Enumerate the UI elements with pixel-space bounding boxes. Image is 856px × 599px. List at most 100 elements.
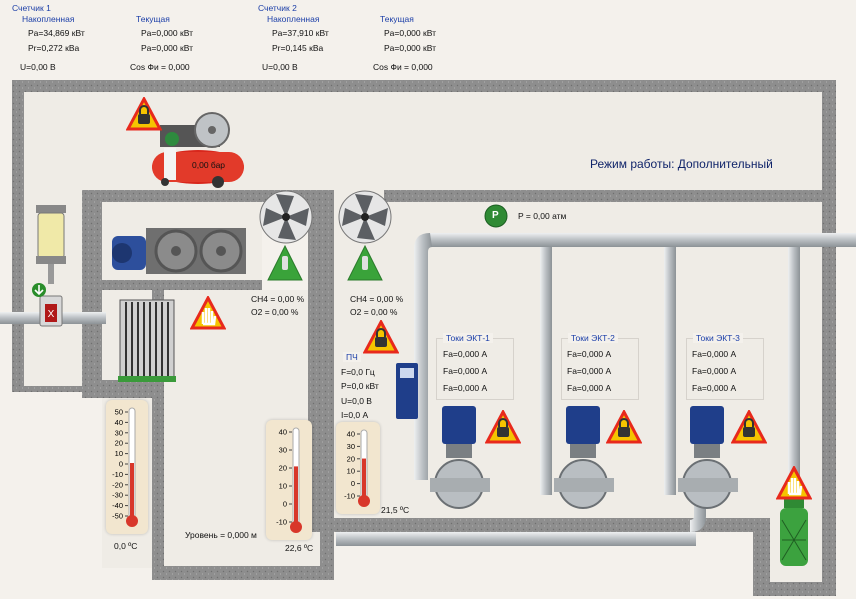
meter2-pa-cur: Pa=0,000 кВт — [384, 28, 436, 38]
meter2-pr-cur: Pa=0,000 кВт — [384, 43, 436, 53]
meter2-voltage: U=0,00 В — [262, 62, 298, 72]
warning-hand-icon[interactable] — [776, 466, 812, 500]
fan-2 — [338, 190, 392, 244]
thermometer-scale-label: -20 — [112, 480, 123, 489]
thermometer-scale-label: -10 — [344, 492, 355, 501]
wall-left-column — [12, 92, 24, 392]
level-value: Уровень = 0,000 м — [185, 530, 257, 540]
meter1-pa-cur: Pa=0,000 кВт — [141, 28, 193, 38]
thermometer-scale-label: 40 — [115, 418, 123, 427]
thermometer-2-reading: 22,6 ºC — [285, 543, 314, 553]
thermometer-bulb — [358, 495, 370, 507]
thermometer-scale-label: 10 — [347, 467, 355, 476]
pipe-branch-4 — [788, 247, 800, 495]
warning-hand-icon[interactable] — [190, 296, 226, 330]
thermometer-scale-label: 20 — [115, 439, 123, 448]
thermometer-scale-label: 10 — [115, 449, 123, 458]
svg-text:X: X — [48, 309, 55, 320]
ekt1-panel: Токи ЭКТ-1 — [436, 333, 514, 400]
warning-lock-icon[interactable] — [731, 410, 767, 444]
meter1-pr-cur: Pa=0,000 кВт — [141, 43, 193, 53]
warning-lock-icon[interactable] — [363, 320, 399, 354]
ekt3-phase-c: Fa=0,000 А — [692, 383, 737, 393]
meter1-acc-label: Накопленная — [22, 14, 75, 24]
vfd-voltage: U=0,0 В — [341, 396, 372, 406]
pump-1 — [430, 406, 490, 509]
ekt3-phase-b: Fa=0,000 А — [692, 366, 737, 376]
pressure-value: P = 0,00 атм — [518, 211, 567, 221]
meter2-title: Счетчик 2 — [258, 3, 297, 13]
thermometer-scale-label: 20 — [279, 464, 287, 473]
thermometer-mercury — [130, 463, 134, 518]
fan-1 — [259, 190, 313, 244]
gas-sensor-2-ok — [347, 244, 383, 281]
ekt2-panel: Токи ЭКТ-2 — [561, 333, 639, 400]
gas2-o2: O2 = 0,00 % — [350, 307, 398, 317]
pipe-branch-2 — [540, 247, 552, 495]
motor-gearbox — [112, 228, 246, 274]
pipe-header — [430, 233, 856, 247]
gas1-o2: O2 = 0,00 % — [251, 307, 299, 317]
ekt2-phase-a: Fa=0,000 А — [567, 349, 612, 359]
ekt2-title: Токи ЭКТ-2 — [568, 333, 618, 343]
operating-mode: Режим работы: Дополнительный — [590, 157, 773, 171]
meter2-cur-label: Текущая — [380, 14, 414, 24]
warning-lock-icon[interactable] — [126, 97, 162, 131]
thermometer-scale-label: -50 — [112, 512, 123, 521]
warning-lock-icon[interactable] — [485, 410, 521, 444]
pressure-badge — [484, 204, 508, 228]
thermometer-scale-label: 40 — [347, 430, 355, 439]
thermometer-scale-label: 0 — [351, 479, 355, 488]
ekt1-phase-b: Fa=0,000 А — [443, 366, 488, 376]
thermometer-3-reading: 21,5 ºC — [381, 505, 410, 515]
meter1-cos: Cos Фи = 0,000 — [130, 62, 190, 72]
ekt3-panel: Токи ЭКТ-3 — [686, 333, 764, 400]
meter1-title: Счетчик 1 — [12, 3, 51, 13]
vfd-power: P=0,0 кВт — [341, 381, 379, 391]
vfd-panel: ПЧ — [336, 352, 394, 421]
vfd-current: I=0,0 А — [341, 410, 369, 420]
pump-3 — [678, 406, 738, 509]
thermometer-scale-label: 0 — [283, 500, 287, 509]
ekt1-phase-a: Fa=0,000 А — [443, 349, 488, 359]
ekt1-title: Токи ЭКТ-1 — [443, 333, 493, 343]
meter1-voltage: U=0,00 В — [20, 62, 56, 72]
compressor-pressure: 0,00 бар — [192, 160, 226, 170]
warning-lock-icon[interactable] — [606, 410, 642, 444]
grate-screen — [118, 299, 176, 382]
meter2-cos: Cos Фи = 0,000 — [373, 62, 433, 72]
thermometer-scale-label: 30 — [115, 428, 123, 437]
thermometer-scale-label: 20 — [347, 454, 355, 463]
gas-sensor-1-ok — [267, 244, 303, 281]
thermometer-scale-label: 30 — [279, 446, 287, 455]
ekt1-phase-c: Fa=0,000 А — [443, 383, 488, 393]
pipe-header-bend — [414, 233, 432, 480]
thermometer-scale-label: 50 — [115, 408, 123, 417]
meter1-pa-acc: Pa=34,869 кВт — [28, 28, 85, 38]
meter1-pr-acc: Pr=0,272 кВа — [28, 43, 80, 53]
thermometer-scale-label: 40 — [279, 428, 287, 437]
meter1-cur-label: Текущая — [136, 14, 170, 24]
thermometer-scale-label: -40 — [112, 501, 123, 510]
thermometer-scale-label: 0 — [119, 460, 123, 469]
compressor — [152, 112, 244, 188]
pipe-bottom — [336, 532, 696, 546]
vfd-frequency: F=0,0 Гц — [341, 367, 375, 377]
thermometer-scale-label: -30 — [112, 491, 123, 500]
pump-2 — [554, 406, 614, 509]
thermometer-scale-label: -10 — [276, 518, 287, 527]
thermometer-scale-label: -10 — [112, 470, 123, 479]
ekt2-phase-b: Fa=0,000 А — [567, 366, 612, 376]
thermometer-mercury — [362, 458, 366, 498]
meter2-pa-acc: Pa=37,910 кВт — [272, 28, 329, 38]
meter2-pr-acc: Pr=0,145 кВа — [272, 43, 324, 53]
ekt3-title: Токи ЭКТ-3 — [693, 333, 743, 343]
vfd-title: ПЧ — [343, 352, 361, 362]
